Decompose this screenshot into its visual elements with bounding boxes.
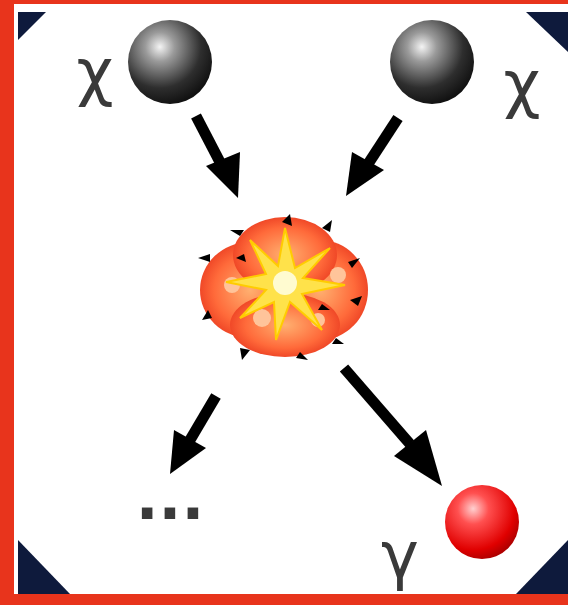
- arrow: [368, 118, 398, 164]
- photon-label: γ: [381, 524, 419, 588]
- corner: [18, 12, 46, 40]
- particle-label: χ: [77, 40, 114, 104]
- corner: [516, 540, 568, 594]
- arrow: [190, 396, 216, 440]
- corner: [526, 12, 568, 52]
- particle-label: χ: [504, 52, 541, 116]
- explosion: [198, 214, 368, 360]
- arrow: [196, 116, 222, 166]
- red-border: [0, 0, 14, 605]
- photon-sphere: [445, 485, 519, 559]
- ground: [14, 4, 18, 594]
- arrowhead: [206, 152, 240, 198]
- arrows: [170, 116, 442, 486]
- particle-sphere: [128, 20, 212, 104]
- arrowhead: [394, 430, 442, 486]
- ellipsis-label: ...: [136, 468, 204, 528]
- arrow: [344, 368, 410, 444]
- particle-sphere: [390, 20, 474, 104]
- red-border: [0, 594, 568, 605]
- red-border: [0, 0, 568, 4]
- corner: [18, 540, 70, 594]
- arrowhead: [346, 152, 384, 196]
